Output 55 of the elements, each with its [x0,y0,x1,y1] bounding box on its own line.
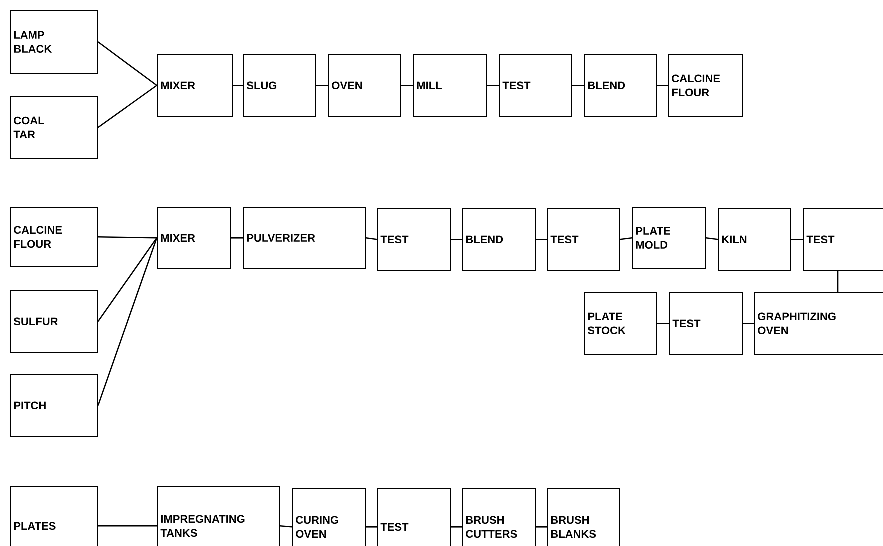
process-box: TEST [669,292,744,356]
connector-line [316,85,328,86]
connector-line [98,42,158,86]
connector-line [233,85,243,86]
process-box: PLATE MOLD [632,207,706,270]
connector-line [98,85,158,128]
process-box: KILN [718,208,792,272]
connector-line [791,239,803,240]
process-box: TEST [547,208,620,272]
connector-line [401,85,413,86]
process-box: TEST [377,488,452,546]
connector-line [98,238,158,322]
process-box: PLATES [10,486,98,546]
connector-line [657,323,669,324]
connector-line [231,238,243,239]
process-box: MIXER [157,54,234,118]
connector-line [536,526,547,528]
connector-line [98,238,158,406]
connector-line [706,238,718,240]
process-box: PLATE STOCK [584,292,658,356]
process-box: BRUSH BLANKS [547,488,620,546]
process-box: GRAPHITIZING OVEN [754,292,883,356]
connector-line [572,85,584,86]
process-box: TEST [803,208,883,272]
connector-line [536,239,547,240]
connector-line [837,271,839,292]
connector-line [743,323,754,324]
process-box: PULVERIZER [243,207,366,270]
process-box: IMPREGNATING TANKS [157,486,280,546]
connector-line [451,239,462,240]
connector-line [366,526,377,528]
process-box: BRUSH CUTTERS [462,488,536,546]
process-box: LAMP BLACK [10,10,98,74]
process-box: CALCINE FLOUR [668,54,744,118]
connector-line [487,85,499,86]
process-box: PITCH [10,374,98,438]
connector-line [451,526,462,528]
process-box: OVEN [328,54,402,118]
process-box: SLUG [243,54,316,118]
process-box: CURING OVEN [292,488,366,546]
connector-line [657,85,668,86]
process-box: TEST [377,208,452,272]
process-box: CALCINE FLOUR [10,207,98,268]
process-box: BLEND [462,208,536,272]
process-box: COAL TAR [10,96,98,160]
connector-line [98,526,157,527]
process-box: SULFUR [10,290,98,354]
process-box: MIXER [157,207,232,270]
process-box: TEST [499,54,572,118]
connector-line [98,236,158,239]
process-box: BLEND [584,54,658,118]
process-box: MILL [413,54,488,118]
connector-line [620,238,632,240]
connector-line [280,526,292,528]
connector-line [366,238,378,240]
